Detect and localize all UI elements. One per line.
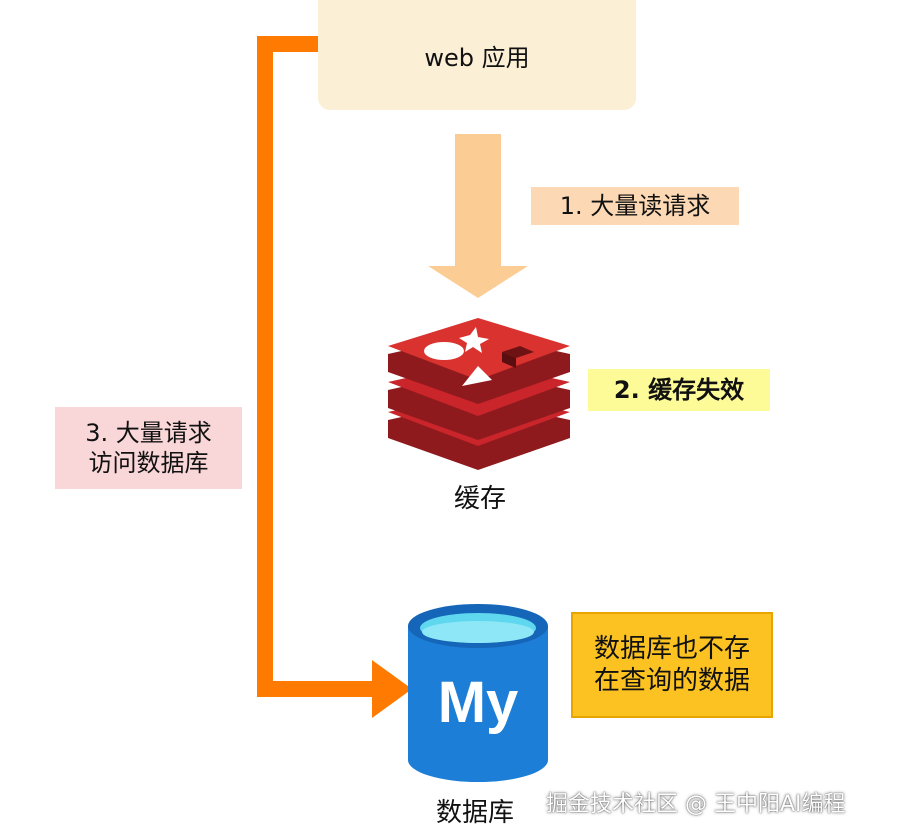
circle-icon (424, 342, 464, 360)
watermark: 掘金技术社区 @ 王中阳AI编程 (546, 792, 846, 817)
read-requests-text: 1. 大量读请求 (559, 192, 711, 220)
database-caption: 数据库 (435, 798, 514, 828)
db-missing-note-line2: 在查询的数据 (593, 666, 750, 696)
db-access-label: 3. 大量请求 访问数据库 (55, 407, 242, 489)
read-requests-label: 1. 大量读请求 (531, 187, 739, 225)
cache-expire-text: 2. 缓存失效 (613, 376, 745, 404)
cube-icon (502, 346, 534, 358)
star-icon (459, 327, 489, 353)
redis-cache-icon (388, 318, 570, 470)
triangle-icon (462, 366, 492, 386)
db-missing-note: 数据库也不存 在查询的数据 (571, 612, 773, 718)
cache-caption: 缓存 (453, 484, 506, 514)
web-app-label: web 应用 (424, 43, 530, 72)
mysql-database-icon: My (408, 604, 548, 782)
mysql-logo-text: My (438, 670, 519, 735)
orange-arrow-head-icon (372, 660, 412, 718)
db-missing-note-line1: 数据库也不存 (593, 633, 750, 664)
read-request-arrow (428, 134, 528, 298)
web-app-box: web 应用 (318, 0, 636, 110)
cache-expire-label: 2. 缓存失效 (588, 369, 770, 411)
orange-request-path (257, 36, 412, 718)
db-access-line1: 3. 大量请求 (85, 419, 212, 447)
db-access-line2: 访问数据库 (88, 449, 209, 477)
